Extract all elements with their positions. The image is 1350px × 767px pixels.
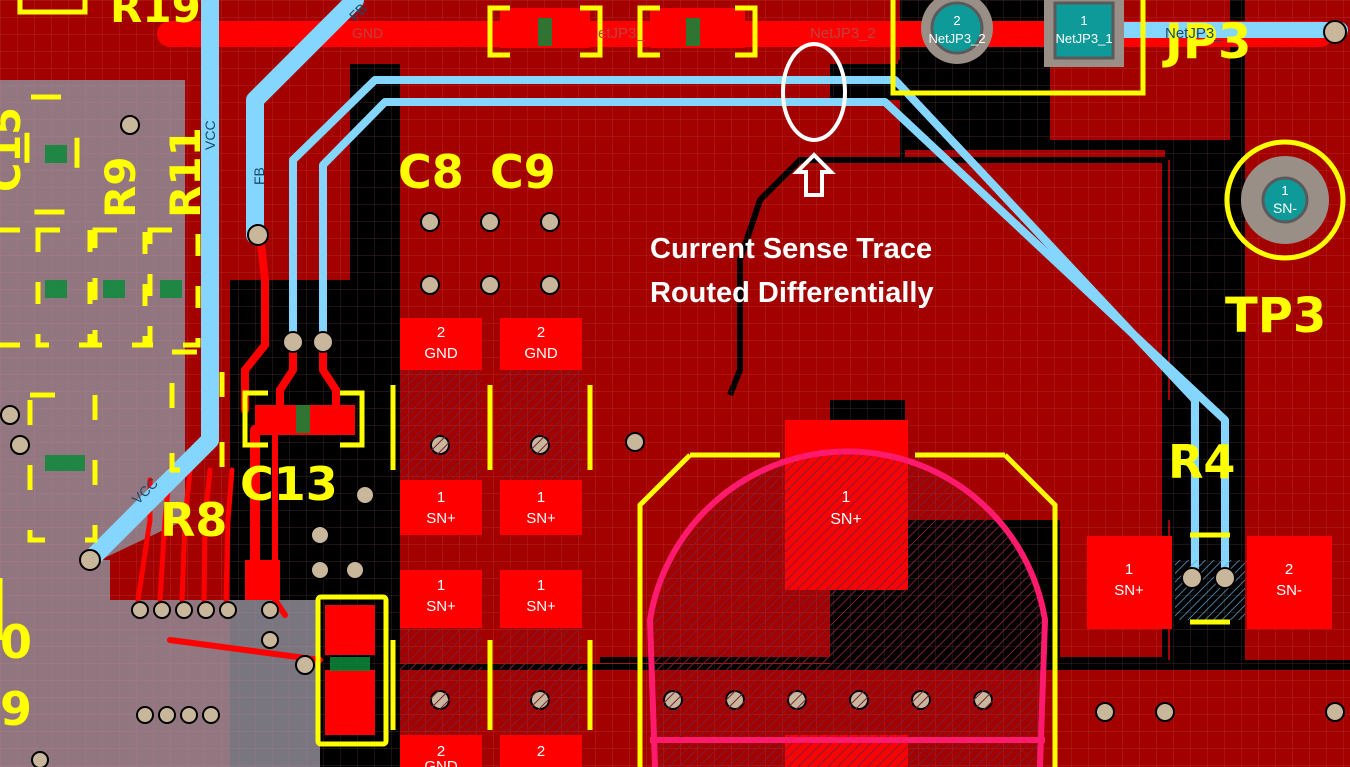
silkscreen-outlines xyxy=(0,0,1230,767)
c9-pad2-net: GND xyxy=(524,345,558,362)
shunt-keepout xyxy=(646,448,1049,767)
jp3-pin1-net: NetJP3_1 xyxy=(1055,31,1112,46)
r8-pad-strip xyxy=(245,560,280,600)
r4-pad2-net: SN- xyxy=(1276,582,1302,599)
r4-pad1-net: SN+ xyxy=(1114,582,1144,599)
designator-c13: C13 xyxy=(240,457,338,511)
annotation-line-2: Routed Differentially xyxy=(650,277,934,309)
jp3-pin2-number: 2 xyxy=(953,13,960,28)
net-label-vcc-top: VCC xyxy=(202,120,218,150)
c8-pad2-net: GND xyxy=(424,345,458,362)
c8b-pad1-net: SN+ xyxy=(426,598,456,615)
c9b-pad1-number: 1 xyxy=(537,577,545,594)
c8b-pad1-number: 1 xyxy=(437,577,445,594)
designator-tp3: TP3 xyxy=(1225,288,1326,344)
annotation-line-1: Current Sense Trace xyxy=(650,233,932,265)
designator-r8: R8 xyxy=(160,493,227,547)
net-label-fb-mid: FB xyxy=(251,167,267,185)
designator-r4: R4 xyxy=(1168,435,1235,489)
r4-pad2-number: 2 xyxy=(1285,561,1293,578)
bottom-layer-traces xyxy=(81,0,1348,584)
r4-hatch xyxy=(1175,560,1245,620)
r4-pad1-number: 1 xyxy=(1125,561,1133,578)
designator-c15: C15 xyxy=(0,107,30,192)
designator-r11: R11 xyxy=(161,127,210,218)
jp3-pin2-net: NetJP3_2 xyxy=(928,31,985,46)
net-label-gnd-top: GND xyxy=(352,25,383,41)
c9-pad1-number: 1 xyxy=(537,489,545,506)
jp3-pin1-number: 1 xyxy=(1080,13,1087,28)
c9b-pad1-net: SN+ xyxy=(526,598,556,615)
net-label-netjp3-a: etJP3_ xyxy=(598,25,645,42)
c8b-pad2-net: GND xyxy=(424,758,458,767)
c8-pad1-net: SN+ xyxy=(426,510,456,527)
designator-r19: R19 xyxy=(110,0,201,32)
net-label-netjp3-c: NetJP3_ xyxy=(1165,25,1223,42)
designator-c8: C8 xyxy=(398,145,464,199)
c8-pad2-number: 2 xyxy=(437,324,445,341)
jp3-header[interactable] xyxy=(890,0,1146,96)
net-label-netjp3-b: NetJP3_2 xyxy=(810,25,876,42)
c9b-pad2-number: 2 xyxy=(537,743,545,760)
component-bodies xyxy=(45,18,700,671)
shunt-pad-net: SN+ xyxy=(830,511,862,528)
c9-pad1-net: SN+ xyxy=(526,510,556,527)
designator-left-a: 0 xyxy=(0,615,32,669)
c8b-pad2-number: 2 xyxy=(437,743,445,760)
hatched-pad-areas xyxy=(400,370,582,735)
tp3-testpoint[interactable] xyxy=(1224,139,1346,261)
annotation-marker xyxy=(781,42,847,197)
tp3-pin-number: 1 xyxy=(1281,183,1288,198)
tp3-pin-net: SN- xyxy=(1273,200,1297,216)
designator-left-b: 9 xyxy=(0,682,32,736)
shunt-pad-number: 1 xyxy=(842,489,851,506)
c8-pad1-number: 1 xyxy=(437,489,445,506)
designator-jp3: JP3 xyxy=(1162,14,1251,70)
designator-c9: C9 xyxy=(490,145,556,199)
c9-pad2-number: 2 xyxy=(537,324,545,341)
designator-r9: R9 xyxy=(96,156,145,218)
